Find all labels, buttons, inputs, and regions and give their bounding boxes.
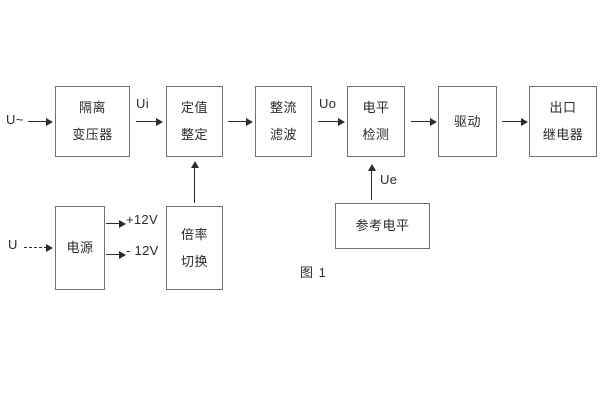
arrow-setting-value-to-rectify-filter [228,117,253,126]
block-level-detect-line2: 检测 [362,127,390,142]
block-multiplier-switch-line2: 切换 [180,253,208,269]
arrow-power-supply-to-pos12v [106,219,126,228]
arrow-level-detect-to-drive [411,117,437,126]
block-power-supply-line1: 电源 [66,240,94,256]
block-setting-value: 定值 整定 [166,86,223,157]
block-rectify-filter: 整流 滤波 [255,86,312,157]
block-level-detect-line1: 电平 [362,100,390,116]
block-isolation-transformer-line2: 变压器 [72,127,113,142]
block-setting-value-line1: 定值 [180,100,208,116]
label-uo: Uo [319,96,337,111]
block-rectify-filter-line1: 整流 [269,100,297,116]
label-dc-input: U [8,237,18,252]
block-multiplier-switch-line1: 倍率 [180,226,208,242]
label-neg12v: - 12V [126,243,159,258]
block-setting-value-line2: 整定 [180,127,208,142]
block-isolation-transformer: 隔离 变压器 [55,86,130,157]
block-drive: 驱动 [438,86,497,157]
arrow-isolation-transformer-to-setting-value [136,117,164,126]
block-multiplier-switch: 倍率 切换 [166,206,223,290]
block-rectify-filter-line2: 滤波 [269,127,297,142]
block-reference-level: 参考电平 [335,203,430,249]
arrow-power-supply-to-neg12v [106,250,126,259]
arrow-drive-to-output-relay [502,117,528,126]
arrow-rectify-filter-to-level-detect [318,117,346,126]
figure-caption: 图 1 [300,265,327,280]
block-output-relay-line2: 继电器 [542,127,584,142]
block-output-relay-line1: 出口 [549,100,577,116]
arrow-multiplier-switch-to-setting-value [190,161,199,203]
block-reference-level-line1: 参考电平 [355,218,410,234]
label-ac-input: U~ [6,112,24,127]
arrow-ac-input-to-isolation-transformer [28,117,53,126]
block-level-detect: 电平 检测 [347,86,405,157]
arrow-reference-level-to-level-detect [367,164,376,200]
block-output-relay: 出口 继电器 [529,86,597,157]
label-ue: Ue [380,172,398,187]
arrow-dc-input-to-power-supply [24,243,54,252]
block-isolation-transformer-line1: 隔离 [78,100,106,116]
block-drive-line1: 驱动 [453,113,481,129]
block-power-supply: 电源 [55,206,105,290]
label-pos12v: +12V [126,212,158,227]
label-ui: Ui [136,96,149,111]
